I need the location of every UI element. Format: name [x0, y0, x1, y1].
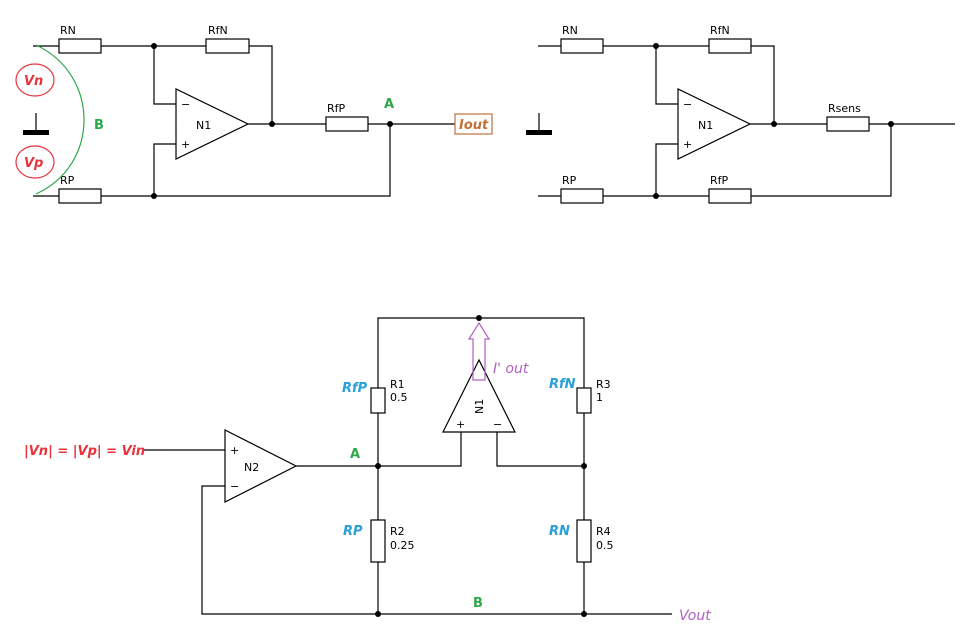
node-a-label: A: [384, 97, 394, 112]
opamp-n1-plus-sign: +: [456, 418, 465, 431]
junction-dot: [653, 43, 659, 49]
resistor-rfn: [708, 38, 752, 54]
resistor-r4-value: 0.5: [596, 539, 614, 552]
resistor-rfn-label: RfN: [710, 24, 730, 37]
resistor-rfp: [708, 188, 752, 204]
ground-icon: [526, 130, 552, 135]
opamp-label: N1: [196, 119, 211, 132]
junction-dot: [653, 193, 659, 199]
junction-dot: [888, 121, 894, 127]
vn-circle: [15, 63, 55, 97]
resistor-rsens-label: Rsens: [828, 102, 861, 115]
circuit-top-left: − + N1 RN RfN RfP RP B A Vn Vp Iout: [15, 24, 493, 204]
resistor-rp-label: RP: [562, 174, 577, 187]
opamp-n2: [224, 429, 298, 503]
opamp-n1-minus-sign: −: [493, 418, 502, 431]
opamp-n1: [442, 358, 516, 433]
vp-circle: [15, 145, 55, 179]
resistor-rp: [58, 188, 102, 204]
junction-dot: [476, 315, 482, 321]
resistor-rp: [560, 188, 604, 204]
resistor-rn: [560, 38, 604, 54]
resistor-r1-name: R1: [390, 378, 405, 391]
opamp-minus-sign: −: [683, 98, 692, 111]
junction-dot: [581, 611, 587, 617]
resistor-r3-name: R3: [596, 378, 611, 391]
resistor-r4-name: R4: [596, 525, 611, 538]
circuit-top-right: − + N1 RN RfN Rsens RP RfP: [526, 24, 955, 204]
node-b-label: B: [94, 118, 104, 133]
opamp-plus-sign: +: [683, 138, 692, 151]
opamp-label: N1: [698, 119, 713, 132]
resistor-rsens: [826, 116, 870, 132]
node-b-curve: [35, 44, 85, 195]
resistor-r1-value: 0.5: [390, 391, 408, 404]
output-label: Vout: [679, 608, 711, 624]
opamp-n1: [175, 88, 250, 160]
resistor-r3-value: 1: [596, 391, 603, 404]
opamp-minus-sign: −: [181, 98, 190, 111]
r4-tag: RN: [549, 524, 570, 539]
resistor-r2-name: R2: [390, 525, 405, 538]
r2-tag: RP: [343, 524, 363, 539]
opamp-n2-plus-sign: +: [230, 444, 239, 457]
junction-dot: [269, 121, 275, 127]
opamp-n2-label: N2: [244, 461, 259, 474]
node-b-label: B: [473, 596, 483, 611]
resistor-rfp: [325, 116, 369, 132]
junction-dot: [581, 463, 587, 469]
current-arrow-icon: [467, 321, 491, 381]
circuit-bottom: + − N2 + − N1 R1 0.5 R2 0.25 R3 1 R4 0.5…: [24, 315, 711, 624]
resistor-rfp-label: RfP: [327, 102, 346, 115]
resistor-rn: [58, 38, 102, 54]
r3-tag: RfN: [549, 377, 576, 392]
opamp-n2-minus-sign: −: [230, 480, 239, 493]
vn-label: Vn: [24, 74, 43, 89]
vp-label: Vp: [24, 156, 43, 171]
junction-dot: [387, 121, 393, 127]
opamp-n1-label: N1: [473, 399, 486, 414]
resistor-rn-label: RN: [60, 24, 76, 37]
resistor-r2: [370, 519, 386, 563]
resistor-r4: [576, 519, 592, 563]
iout-box: [454, 113, 493, 135]
iout-label: Iout: [459, 118, 489, 133]
resistor-r3: [576, 387, 592, 414]
junction-dot: [375, 463, 381, 469]
resistor-rfn-label: RfN: [208, 24, 228, 37]
junction-dot: [375, 611, 381, 617]
junction-dot: [151, 43, 157, 49]
r1-tag: RfP: [342, 381, 368, 396]
junction-dot: [771, 121, 777, 127]
junction-dot: [151, 193, 157, 199]
input-label: |Vn| = |Vp| = Vin: [24, 444, 145, 459]
current-label: I' out: [493, 361, 529, 377]
resistor-r2-value: 0.25: [390, 539, 415, 552]
node-a-label: A: [350, 447, 360, 462]
resistor-rfp-label: RfP: [710, 174, 729, 187]
ground-icon: [23, 130, 49, 135]
resistor-r1: [370, 387, 386, 414]
resistor-rfn: [205, 38, 250, 54]
resistor-rn-label: RN: [562, 24, 578, 37]
opamp-n1: [677, 88, 752, 160]
opamp-plus-sign: +: [181, 138, 190, 151]
resistor-rp-label: RP: [60, 174, 75, 187]
